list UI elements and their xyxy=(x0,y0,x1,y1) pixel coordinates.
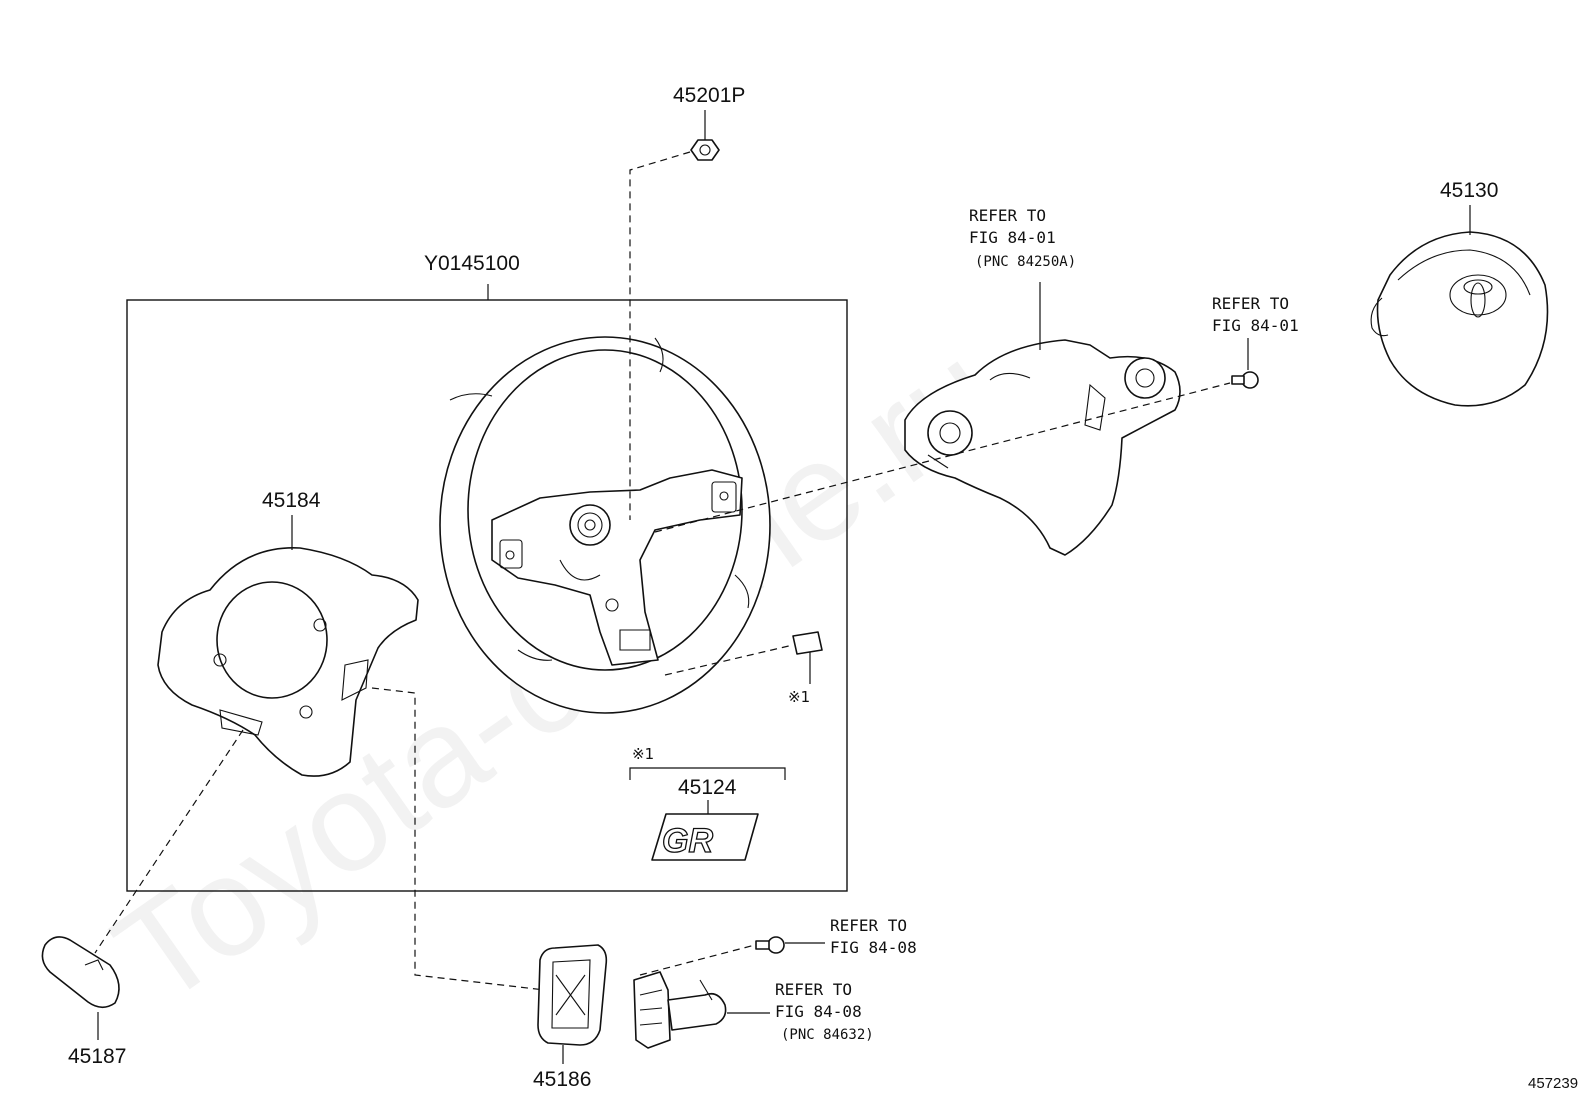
label-sticker xyxy=(792,631,823,655)
ref-switch-line3: (PNC 84250A) xyxy=(975,254,1076,270)
ref-switch-line1: REFER TO xyxy=(969,206,1046,225)
toyota-logo-icon xyxy=(1449,274,1507,316)
switch-assembly[interactable] xyxy=(904,339,1181,556)
bracket-45124 xyxy=(629,767,786,780)
label-45130[interactable]: 45130 xyxy=(1440,179,1498,202)
ref-screw-bottom-line2: FIG 84-08 xyxy=(830,938,917,957)
label-45187[interactable]: 45187 xyxy=(68,1045,126,1068)
note-mark-sticker: ※1 xyxy=(788,688,810,706)
dash-45184-45187 xyxy=(94,729,244,954)
screw-top[interactable] xyxy=(1231,371,1259,389)
ref-screw-bottom-line1: REFER TO xyxy=(830,916,907,935)
sticker-dash xyxy=(664,644,794,676)
ref-screw-top-line1: REFER TO xyxy=(1212,294,1289,313)
nut-45201P[interactable] xyxy=(690,139,720,161)
steering-wheel[interactable] xyxy=(439,336,771,714)
ref-paddle-line2: FIG 84-08 xyxy=(775,1002,862,1021)
ref-paddle-line1: REFER TO xyxy=(775,980,852,999)
dash-nut-hub xyxy=(629,151,691,520)
kit-box xyxy=(126,299,848,892)
emblem-45124[interactable]: GR xyxy=(651,813,759,861)
figure-number: 457239 xyxy=(1528,1075,1578,1092)
screw-bottom[interactable] xyxy=(755,936,785,954)
dash-screw-paddle xyxy=(639,944,756,976)
label-Y0145100[interactable]: Y0145100 xyxy=(424,252,520,275)
dash-45184-45186 xyxy=(371,687,546,991)
dash-switch-hub xyxy=(654,382,1231,533)
lower-cover-45184[interactable] xyxy=(157,547,419,777)
ref-screw-top-line2: FIG 84-01 xyxy=(1212,316,1299,335)
ref-switch-line2: FIG 84-01 xyxy=(969,228,1056,247)
note-mark-emblem: ※1 xyxy=(632,745,654,763)
emblem-text: GR xyxy=(662,822,713,860)
label-45124[interactable]: 45124 xyxy=(678,776,737,799)
paddle-switch[interactable] xyxy=(633,971,727,1049)
label-45201P[interactable]: 45201P xyxy=(673,84,745,107)
label-45184[interactable]: 45184 xyxy=(262,489,321,512)
label-45186[interactable]: 45186 xyxy=(533,1068,591,1091)
ref-paddle-line3: (PNC 84632) xyxy=(781,1027,874,1043)
cover-45187[interactable] xyxy=(41,936,120,1009)
airbag-45130[interactable] xyxy=(1370,231,1549,407)
cover-plate-45186[interactable] xyxy=(537,944,608,1046)
